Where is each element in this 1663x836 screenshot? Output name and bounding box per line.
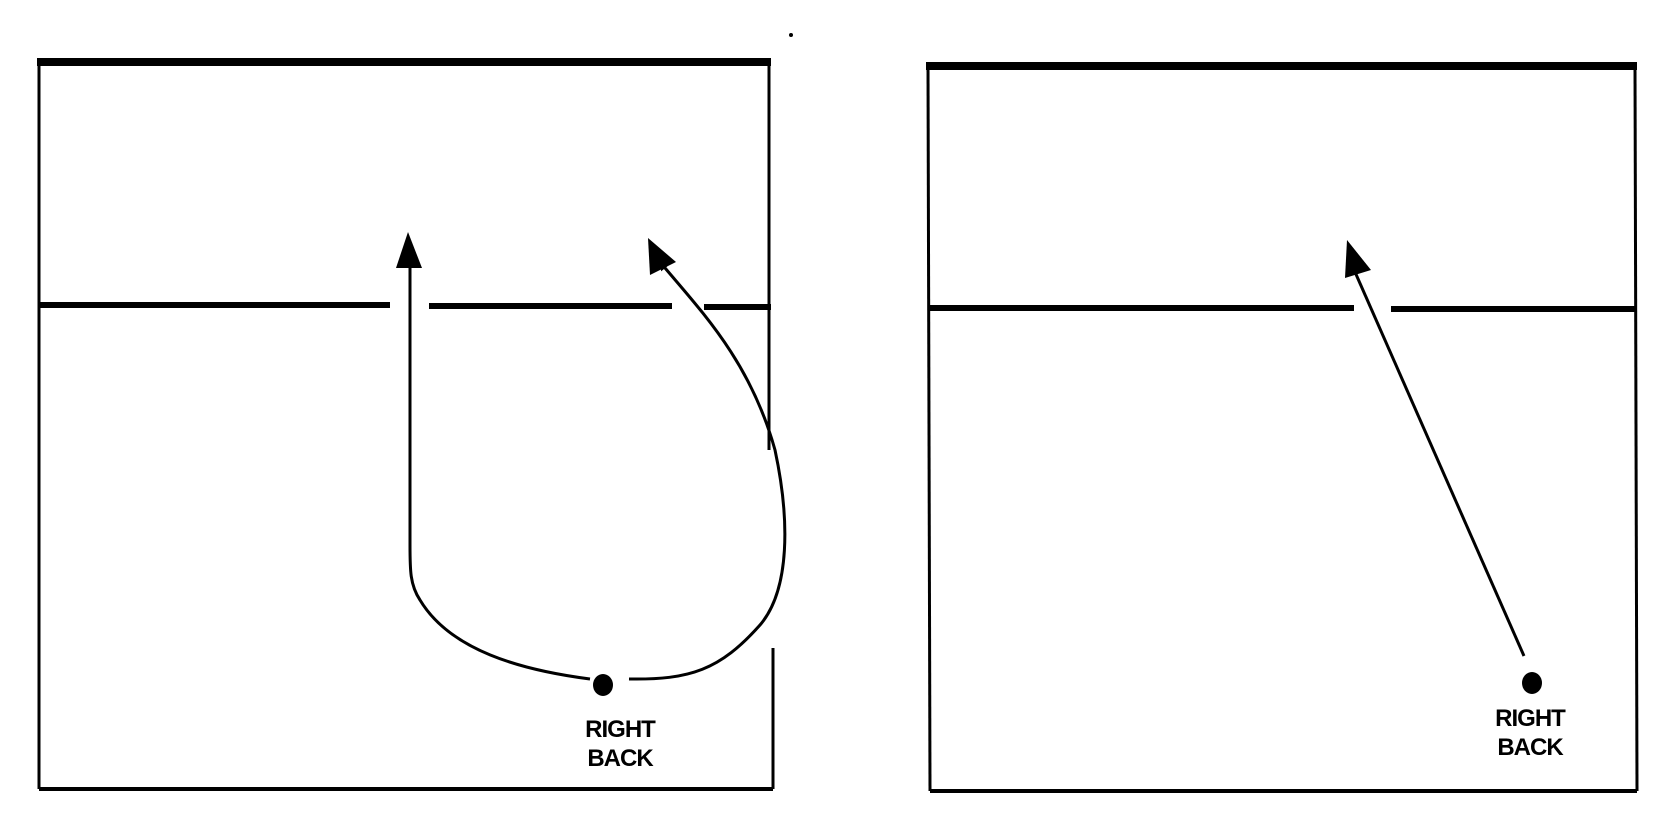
arrow-path-diagonal xyxy=(1353,271,1526,657)
player-label-line2: BACK xyxy=(1497,734,1564,761)
net-line xyxy=(928,305,1637,312)
court-right-line xyxy=(1633,65,1639,792)
speck xyxy=(789,33,793,37)
arrow-path-curved xyxy=(628,260,787,681)
player-label-line2: BACK xyxy=(587,745,654,772)
court-left: RIGHT BACK xyxy=(37,58,787,791)
court-left-line xyxy=(926,65,932,792)
arrowhead-icon xyxy=(396,232,422,268)
arrowhead-icon xyxy=(648,238,676,275)
net-line xyxy=(39,302,771,310)
player-dot xyxy=(1522,672,1542,694)
arrowhead-icon xyxy=(1345,240,1371,278)
player-label-line1: RIGHT xyxy=(1495,705,1566,732)
court-right: RIGHT BACK xyxy=(926,62,1639,793)
player-dot xyxy=(593,674,613,696)
arrow-path-straight xyxy=(405,258,591,681)
player-label-line1: RIGHT xyxy=(585,716,656,743)
